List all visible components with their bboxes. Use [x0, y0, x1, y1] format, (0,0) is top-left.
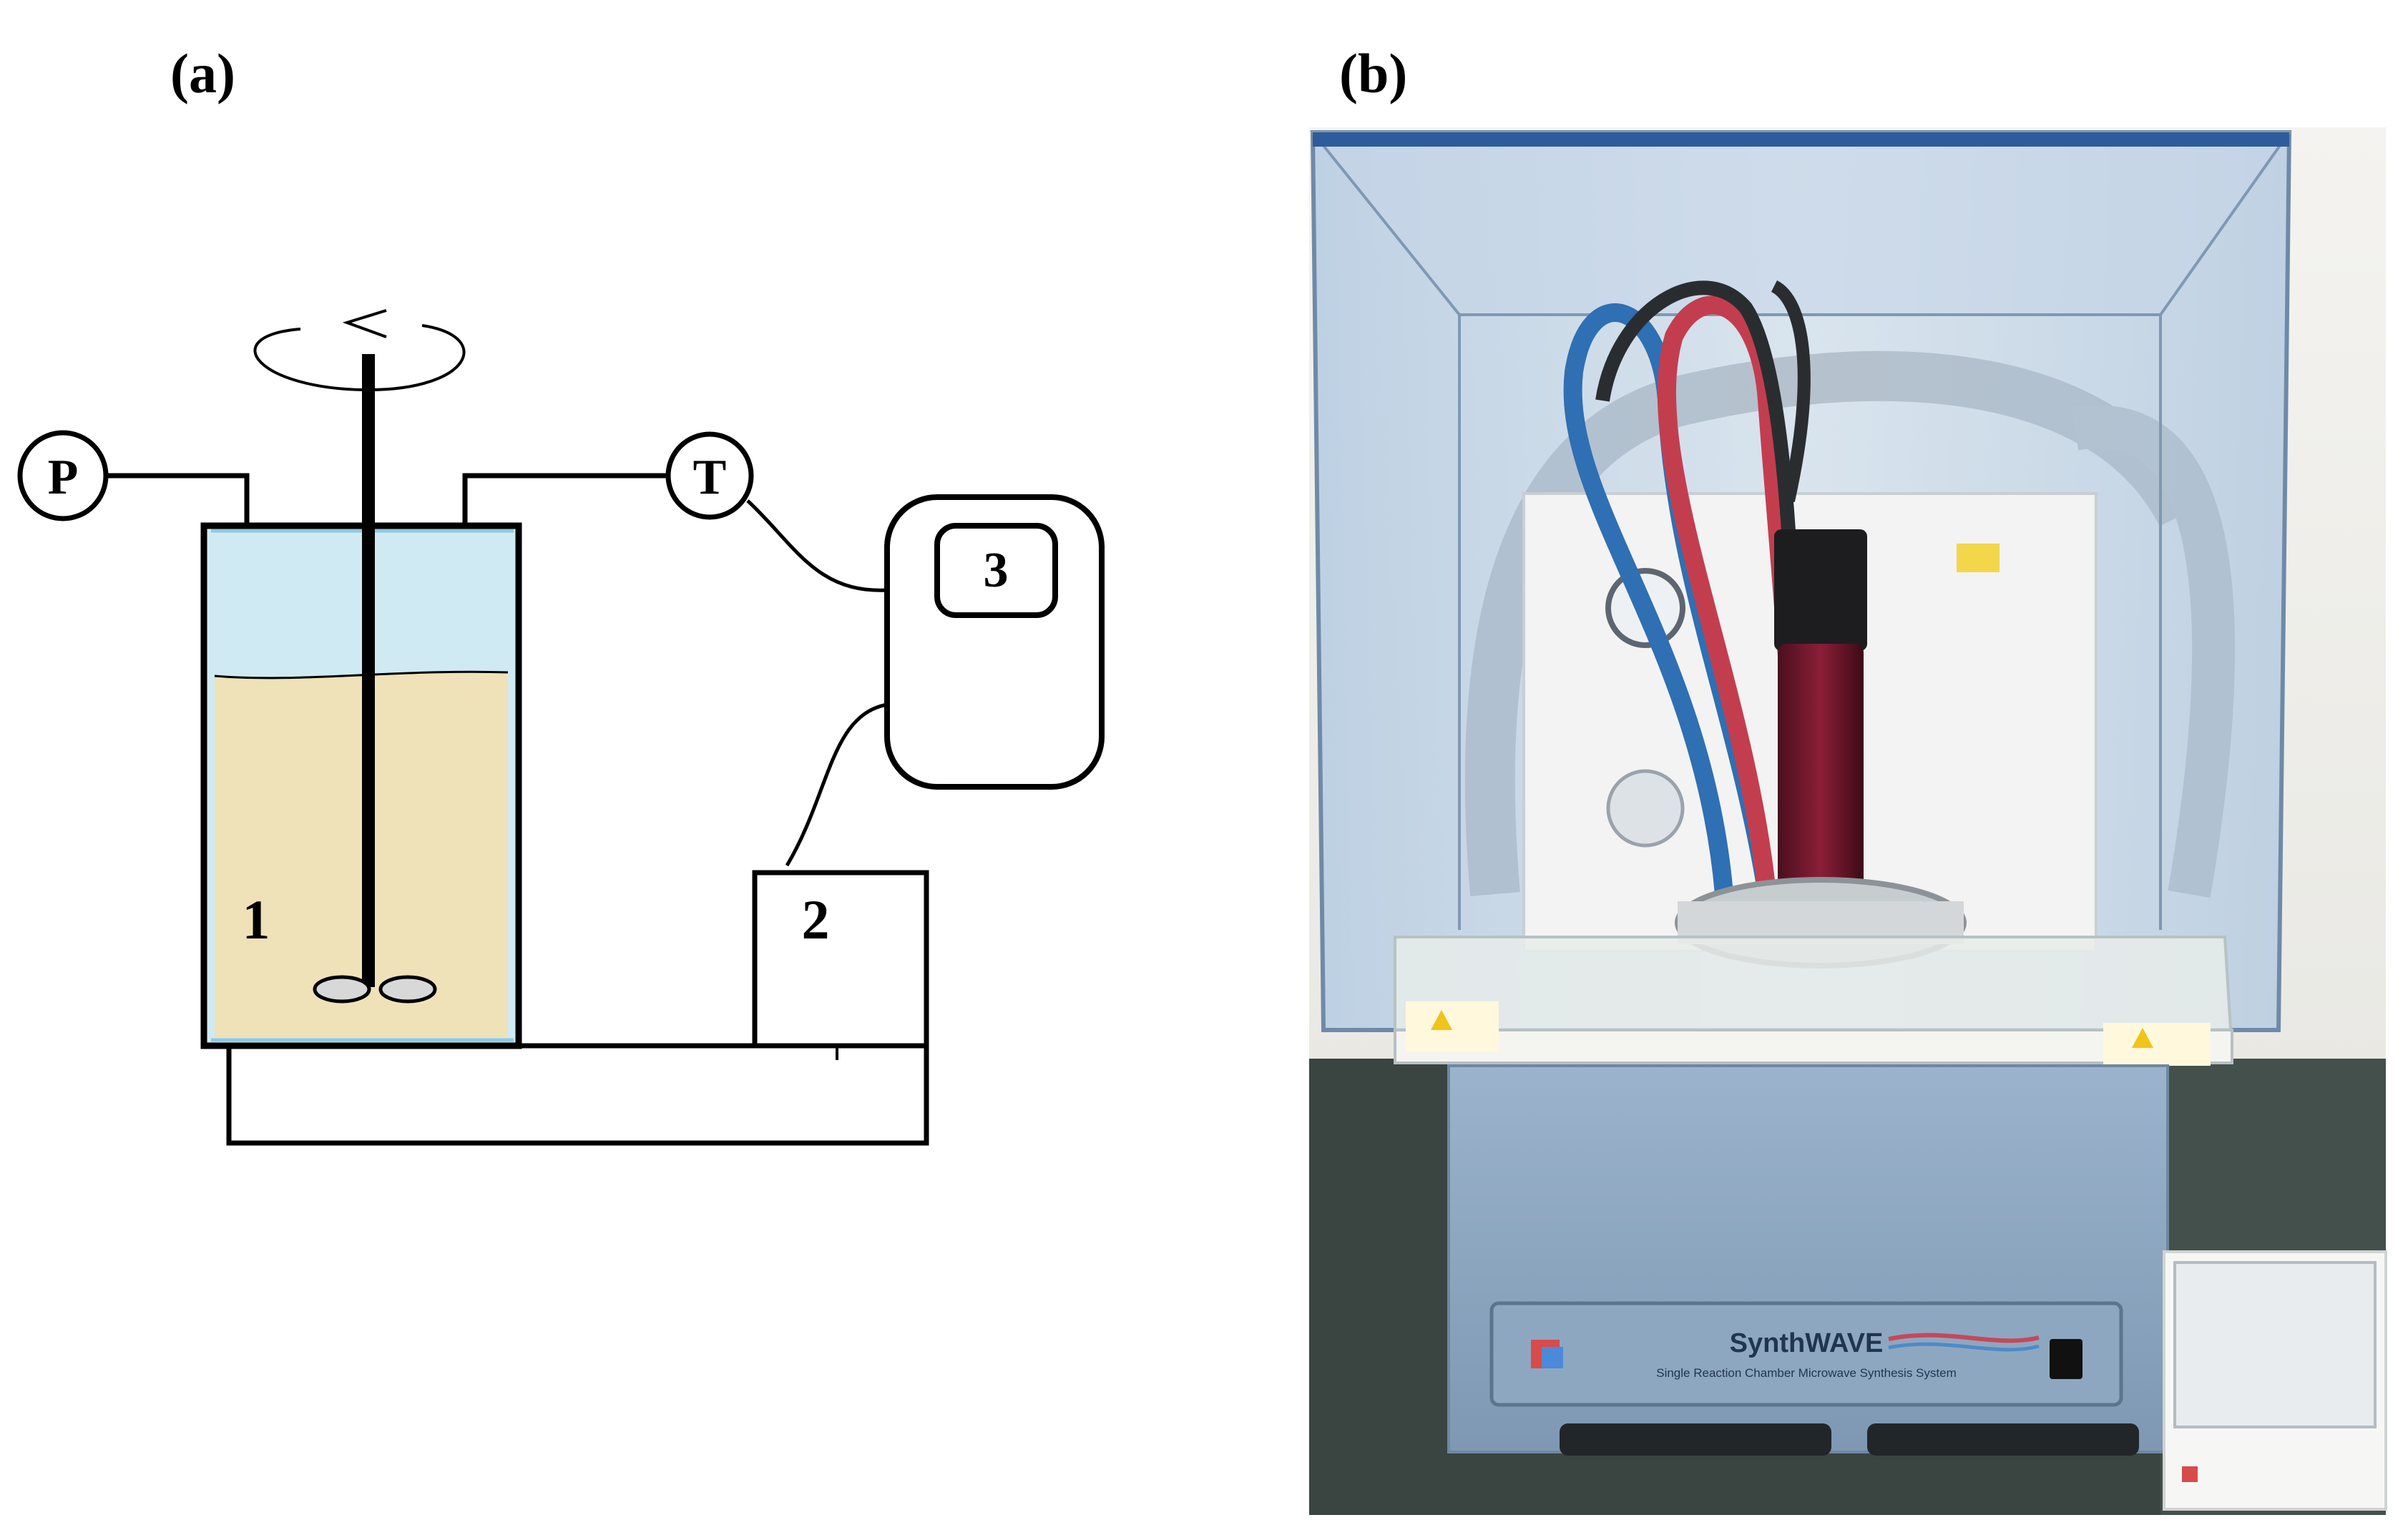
pressure-line	[107, 473, 250, 526]
reactor-vessel	[200, 522, 522, 1049]
synthwave-subtitle: Single Reaction Chamber Microwave Synthe…	[1656, 1366, 1957, 1380]
power-unit-label: 2	[802, 888, 830, 951]
panel-a-label: (a)	[170, 42, 235, 104]
circuit-line-bottom	[226, 1046, 929, 1146]
controller-box: 3	[884, 494, 1105, 790]
stirrer	[253, 309, 466, 1004]
pressure-gauge-label: P	[48, 450, 79, 505]
rotation-arrowhead	[342, 309, 387, 338]
reactor-schematic: P T 3 2 1	[17, 309, 1105, 1146]
pressure-gauge: P	[17, 430, 109, 521]
thermometer: T	[665, 431, 754, 520]
reactor-label: 1	[243, 888, 270, 951]
power-unit-box: 2	[752, 870, 929, 1049]
controller-label: 3	[984, 543, 1009, 598]
synthwave-brand: SynthWAVE	[1730, 1328, 1884, 1358]
rotation-arrow	[253, 324, 466, 392]
signal-wire	[746, 499, 888, 592]
panel-b-label: (b)	[1339, 42, 1408, 104]
thermometer-label: T	[693, 450, 727, 505]
power-wire	[785, 702, 888, 867]
